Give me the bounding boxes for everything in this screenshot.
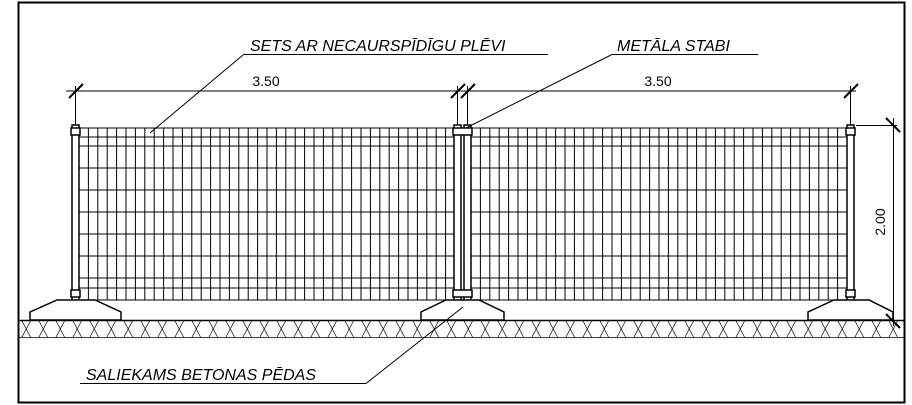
foot-middle: [420, 299, 505, 321]
post-right: [846, 124, 855, 306]
hatch-stroke: [89, 320, 99, 338]
hatch-stroke: [820, 320, 830, 338]
hatch-stroke: [412, 320, 422, 338]
hatch-stroke: [123, 320, 133, 338]
label-metal-posts: METĀLA STABI: [617, 37, 730, 55]
hatch-stroke: [497, 320, 507, 338]
hatch-stroke: [242, 320, 252, 338]
hatch-stroke: [395, 320, 405, 338]
dimension-right-span: 3.50: [644, 73, 671, 89]
hatch-stroke: [837, 320, 847, 338]
hatch-stroke: [786, 320, 796, 338]
hatch-stroke: [361, 320, 371, 338]
hatch-stroke: [803, 320, 813, 338]
clamp-bottom-mid: [452, 289, 473, 298]
hatch-stroke: [21, 320, 31, 338]
clamp-top-left: [70, 127, 81, 136]
hatch-stroke: [718, 320, 728, 338]
leader-mesh: [149, 54, 548, 134]
hatch-stroke: [310, 320, 320, 338]
hatch-stroke: [140, 320, 150, 338]
leader-feet: [80, 306, 464, 384]
hatch-stroke: [378, 320, 388, 338]
mesh-panel-left: [78, 127, 454, 301]
ground: [18, 319, 904, 338]
hatch-stroke: [565, 320, 575, 338]
hatch-stroke: [548, 320, 558, 338]
concrete-feet: [29, 299, 894, 321]
hatch-stroke: [735, 320, 745, 338]
hatch-stroke: [667, 320, 677, 338]
foot-right: [807, 299, 894, 321]
hatch-stroke: [871, 320, 881, 338]
hatch-stroke: [633, 320, 643, 338]
dimension-height-label: 2.00: [872, 208, 888, 235]
hatch-stroke: [582, 320, 592, 338]
hatch-stroke: [259, 320, 269, 338]
ground-hatch: [21, 320, 898, 338]
hatch-stroke: [344, 320, 354, 338]
drawing-frame: [17, 1, 906, 404]
hatch-stroke: [55, 320, 65, 338]
hatch-stroke: [72, 320, 82, 338]
hatch-stroke: [531, 320, 541, 338]
dimension-height: [856, 117, 901, 329]
hatch-stroke: [429, 320, 439, 338]
hatch-stroke: [38, 320, 48, 338]
post-middle-b: [463, 124, 472, 306]
hatch-stroke: [769, 320, 779, 338]
hatch-stroke: [276, 320, 286, 338]
hatch-stroke: [225, 320, 235, 338]
hatch-stroke: [854, 320, 864, 338]
hatch-stroke: [701, 320, 711, 338]
hatch-stroke: [752, 320, 762, 338]
mesh-panel-right: [470, 127, 848, 301]
foot-left: [29, 299, 122, 321]
hatch-stroke: [157, 320, 167, 338]
clamp-top-right: [845, 127, 856, 136]
hatch-stroke: [327, 320, 337, 338]
label-mesh-panels: SETS AR NECAURSPĪDĪGU PLĒVI: [250, 37, 506, 55]
hatch-stroke: [616, 320, 626, 338]
hatch-stroke: [174, 320, 184, 338]
dimension-width: [66, 83, 859, 125]
hatch-stroke: [514, 320, 524, 338]
post-middle-a: [453, 124, 462, 306]
dimension-left-span: 3.50: [252, 73, 279, 89]
hatch-stroke: [650, 320, 660, 338]
hatch-stroke: [293, 320, 303, 338]
leader-posts: [465, 54, 758, 129]
hatch-stroke: [191, 320, 201, 338]
hatch-stroke: [208, 320, 218, 338]
clamp-top-mid: [452, 127, 473, 136]
hatch-stroke: [463, 320, 473, 338]
hatch-stroke: [106, 320, 116, 338]
post-left: [71, 124, 80, 306]
clamp-bottom-right: [845, 289, 856, 298]
hatch-stroke: [684, 320, 694, 338]
label-concrete-feet: SALIEKAMS BETONAS PĒDAS: [86, 366, 316, 384]
clamp-bottom-left: [70, 289, 81, 298]
hatch-stroke: [446, 320, 456, 338]
hatch-stroke: [599, 320, 609, 338]
hatch-stroke: [480, 320, 490, 338]
